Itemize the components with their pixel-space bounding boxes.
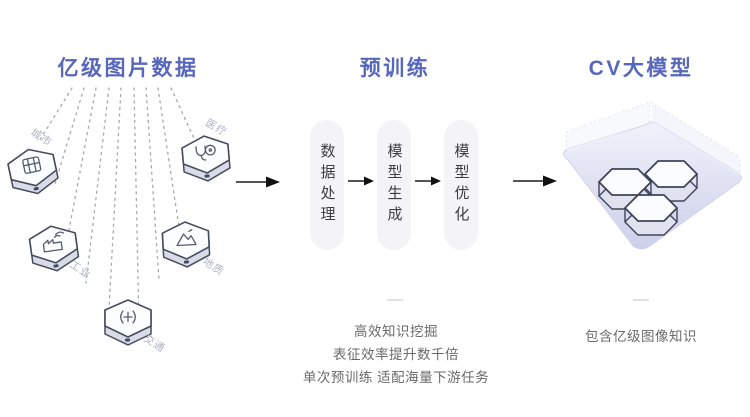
- arrow-data-to-pretrain: [236, 176, 280, 188]
- cv-model-illustration: [563, 101, 742, 250]
- middle-section-title: 预训练: [359, 57, 431, 80]
- caption-line: 单次预训练 适配海量下游任务: [302, 370, 490, 385]
- stethoscope-icon: [195, 144, 216, 161]
- middle-divider-dash: —: [387, 291, 403, 308]
- caption-line: 高效知识挖掘: [354, 324, 438, 339]
- data-tile-geology: [161, 221, 211, 268]
- data-tile-city: [7, 148, 59, 195]
- step-label: 模型优化: [452, 143, 470, 227]
- step-pill-data-processing: 数据处理: [310, 120, 344, 250]
- arrow-step1-step2: [348, 176, 374, 186]
- left-section-title: 亿级图片数据: [57, 57, 199, 80]
- arrow-pretrain-to-model: [513, 175, 557, 187]
- dashed-fan-lines: [37, 87, 198, 328]
- model-caption: 包含亿级图像知识: [585, 329, 697, 344]
- city-building-icon: [22, 156, 42, 174]
- step-label: 模型生成: [385, 143, 403, 227]
- step-pill-model-optimization: 模型优化: [444, 120, 478, 250]
- arrow-step2-step3: [415, 176, 441, 186]
- data-tile-medical: [181, 135, 231, 182]
- factory-icon: [42, 231, 65, 253]
- data-tile-industry: [28, 225, 80, 272]
- right-divider-dash: —: [633, 291, 649, 308]
- hexagon-cluster-tops: [598, 160, 698, 222]
- crossroads-icon: [120, 310, 136, 324]
- step-pill-model-generation: 模型生成: [377, 120, 411, 250]
- glass-walls: [565, 101, 741, 177]
- right-section-title: CV大模型: [588, 57, 694, 80]
- caption-line: 表征效率提升数千倍: [333, 347, 459, 362]
- mountain-icon: [176, 229, 197, 247]
- pretrain-captions: 高效知识挖掘 表征效率提升数千倍 单次预训练 适配海量下游任务: [270, 325, 522, 394]
- step-label: 数据处理: [318, 143, 336, 227]
- data-tile-traffic: [104, 299, 152, 346]
